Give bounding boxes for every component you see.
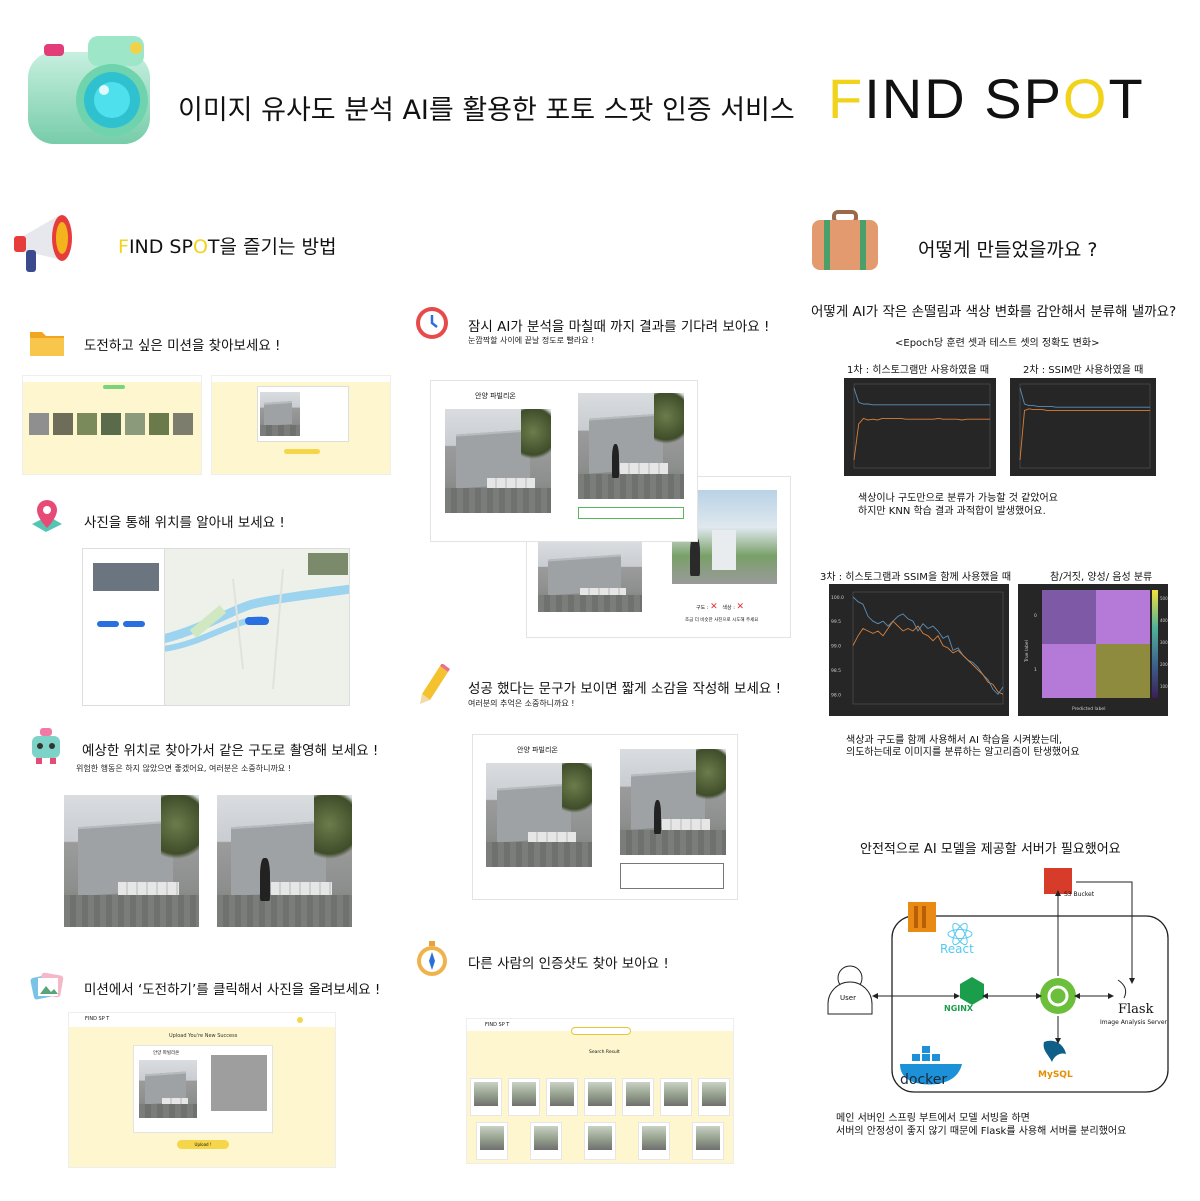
chart2-plot (1010, 378, 1156, 476)
step-browse-others: 다른 사람의 인증샷도 찾아 보아요 ! (468, 956, 669, 972)
architecture-diagram: S3 Bucket React User NGINX Flask Image A… (818, 862, 1178, 1098)
note2-line1: 색상과 구도를 함께 사용해서 AI 학습을 시켜봤는데, (846, 735, 1063, 746)
suitcase-icon (808, 210, 882, 274)
y-tick-label: 0 (1034, 613, 1037, 619)
s3-label: S3 Bucket (1064, 891, 1095, 898)
y-tick-label: 99.0 (831, 644, 841, 650)
fail-message: 조금 더 비슷한 사진으로 시도해 주세요 (685, 618, 759, 623)
series-line-0 (852, 596, 1004, 695)
step-write-review: 성공 했다는 문구가 보이면 짧게 소감을 작성해 보세요 ! (468, 681, 781, 697)
camera-icon (22, 30, 157, 150)
flask-label: Flask (1118, 1002, 1154, 1017)
how-built-title: 어떻게 만들었을까요 ? (918, 239, 1098, 261)
plot-area (853, 383, 991, 469)
react-label: React (940, 942, 974, 956)
fail-result-card-front: 안양 파빌리온 (430, 380, 698, 542)
colorbar-tick: 200 (1160, 662, 1168, 667)
y-axis-label: True label (1024, 640, 1030, 663)
folder-icon (28, 326, 66, 358)
upload-screenshot: FIND SP T Upload You're New Success 안양 파… (68, 1012, 336, 1168)
colorbar (1152, 590, 1158, 698)
chart3-title: 3차 : 히스토그램과 SSIM을 함께 사용했을 때 (820, 572, 1012, 583)
series-line-1 (1019, 408, 1150, 461)
plot-area (1019, 383, 1151, 469)
note1-line2: 하지만 KNN 학습 결과 과적합이 발생했어요. (858, 506, 1046, 517)
step-wait-analysis: 잠시 AI가 분석을 마칠때 까지 결과를 기다려 보아요 ! (468, 319, 770, 335)
y-tick-label: 98.0 (831, 692, 841, 698)
step-find-mission: 도전하고 싶은 미션을 찾아보세요 ! (84, 338, 281, 354)
note1-line1: 색상이나 구도만으로 분류가 가능할 것 같았어요 (858, 493, 1058, 504)
step-write-note: 여러분의 추억은 소중하니까요 ! (468, 699, 575, 708)
brand-logo: FIND SPOT (828, 67, 1145, 130)
step-find-location: 사진을 통해 위치를 알아내 보세요 ! (84, 515, 285, 531)
chart1-title: 1차 : 히스토그램만 사용하였을 때 (847, 365, 990, 376)
success-card: 안양 파빌리온 (472, 734, 738, 900)
photos-icon (28, 968, 66, 1004)
colorbar-tick: 500 (1160, 596, 1168, 601)
nginx-label: NGINX (944, 1004, 974, 1013)
pencil-icon (418, 663, 450, 706)
reference-photo (64, 795, 199, 927)
step-take-photo-note: 위험한 행동은 하지 않았으면 좋겠어요, 여러분은 소중하니까요 ! (76, 764, 291, 773)
note3-line2: 서버의 안정성이 좋지 않기 때문에 Flask를 사용해 서버를 분리했어요 (836, 1126, 1127, 1137)
review-input[interactable] (620, 863, 724, 889)
plot-area (852, 591, 1004, 705)
docker-label: docker (900, 1072, 948, 1088)
chart4-title: 참/거짓, 양성/ 음성 분류 (1050, 572, 1153, 583)
mission-detail-screenshot (211, 375, 391, 475)
ai-question: 어떻게 AI가 작은 손떨림과 색상 변화를 감안해서 분류해 낼까요? (811, 304, 1177, 320)
step-take-photo: 예상한 위치로 찾아가서 같은 구도로 촬영해 보세요 ! (82, 743, 379, 759)
colorbar-tick: 100 (1160, 684, 1168, 689)
server-title: 안전적으로 AI 모델을 제공할 서버가 필요했어요 (860, 842, 1121, 857)
step-upload-photo: 미션에서 ‘도전하기’를 클릭해서 사진을 올려보세요 ! (84, 982, 381, 998)
megaphone-icon (10, 208, 76, 278)
step-wait-note: 눈깜짝할 사이에 끝날 정도로 빨라요 ! (468, 336, 595, 345)
y-tick-label: 1 (1034, 667, 1037, 673)
mission-list-screenshot (22, 375, 202, 475)
mysql-label: MySQL (1038, 1070, 1073, 1080)
map-screenshot (82, 548, 350, 706)
heatmap-cell (1096, 644, 1150, 698)
series-line-1 (853, 417, 990, 461)
y-tick-label: 100.0 (831, 595, 844, 601)
flask-sub-label: Image Analysis Server (1100, 1019, 1168, 1026)
chart3-plot: 100.0 99.5 99.0 98.5 98.0 (829, 584, 1009, 716)
x-axis-label: Predicted label (1072, 706, 1105, 712)
heatmap-cell (1042, 644, 1096, 698)
heatmap-cell (1096, 590, 1150, 644)
series-line-0 (853, 387, 990, 406)
series-line-1 (852, 620, 1004, 695)
map-pin-icon (28, 498, 66, 540)
color-label: 색상 : (722, 605, 735, 611)
user-photo (217, 795, 352, 927)
y-tick-label: 99.5 (831, 619, 841, 625)
robot-icon (26, 726, 66, 766)
colorbar-tick: 400 (1160, 618, 1168, 623)
note2-line2: 의도하는데로 이미지를 분류하는 알고리즘이 탄생했어요 (846, 747, 1080, 758)
y-tick-label: 98.5 (831, 668, 841, 674)
chart1-plot (844, 378, 996, 476)
heatmap-cell (1042, 590, 1096, 644)
series-line-0 (1019, 387, 1150, 408)
how-to-title: FIND SPOT을 즐기는 방법 (118, 236, 337, 258)
clock-icon (414, 305, 450, 341)
compose-label: 구도 : (696, 605, 709, 611)
page-title: 이미지 유사도 분석 AI를 활용한 포토 스팟 인증 서비스 (178, 95, 795, 126)
epoch-caption: <Epoch당 훈련 셋과 테스트 셋의 정확도 변화> (895, 338, 1100, 349)
user-label: User (840, 994, 856, 1002)
note3-line1: 메인 서버인 스프링 부트에서 모델 서빙을 하면 (836, 1113, 1030, 1124)
colorbar-tick: 300 (1160, 640, 1168, 645)
compass-icon (414, 940, 450, 978)
chart2-title: 2차 : SSIM만 사용하였을 때 (1023, 365, 1144, 376)
